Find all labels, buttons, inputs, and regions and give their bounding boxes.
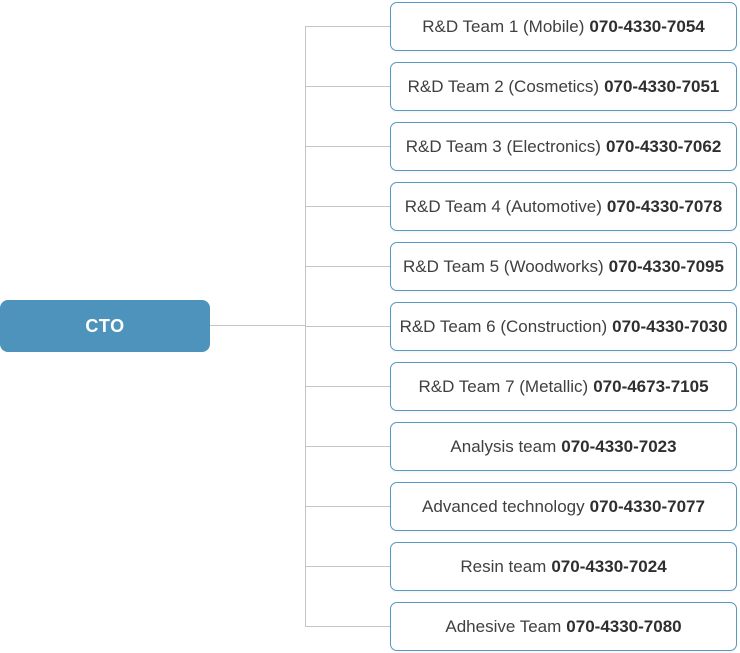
team-row: R&D Team 3 (Electronics) 070-4330-7062 (305, 122, 737, 171)
team-name: Resin team (460, 556, 547, 576)
team-row: R&D Team 6 (Construction) 070-4330-7030 (305, 302, 737, 351)
team-name: R&D Team 2 (Cosmetics) (407, 76, 600, 96)
team-row: R&D Team 1 (Mobile) 070-4330-7054 (305, 2, 737, 51)
team-node: R&D Team 6 (Construction) 070-4330-7030 (390, 302, 737, 351)
team-row: R&D Team 2 (Cosmetics) 070-4330-7051 (305, 62, 737, 111)
cto-label: CTO (85, 315, 125, 336)
connector-branch (305, 206, 390, 207)
team-name: R&D Team 4 (Automotive) (404, 196, 602, 216)
team-phone: 070-4330-7023 (561, 436, 677, 456)
cto-node: CTO (0, 300, 210, 352)
connector-branch (305, 566, 390, 567)
connector-branch (305, 86, 390, 87)
team-row: Adhesive Team 070-4330-7080 (305, 602, 737, 651)
team-phone: 070-4330-7024 (551, 556, 667, 576)
connector-branch (305, 26, 390, 27)
team-node: Adhesive Team 070-4330-7080 (390, 602, 737, 651)
team-node: Advanced technology 070-4330-7077 (390, 482, 737, 531)
team-phone: 070-4330-7077 (589, 496, 705, 516)
team-row: R&D Team 5 (Woodworks) 070-4330-7095 (305, 242, 737, 291)
team-row: Resin team 070-4330-7024 (305, 542, 737, 591)
team-name: R&D Team 6 (Construction) (399, 316, 608, 336)
team-phone: 070-4330-7095 (608, 256, 724, 276)
team-phone: 070-4330-7030 (612, 316, 728, 336)
team-name: Analysis team (450, 436, 557, 456)
team-name: Adhesive Team (445, 616, 562, 636)
team-node: R&D Team 1 (Mobile) 070-4330-7054 (390, 2, 737, 51)
team-name: R&D Team 1 (Mobile) (422, 16, 585, 36)
team-phone: 070-4330-7078 (606, 196, 723, 216)
team-phone: 070-4330-7054 (589, 16, 705, 36)
connector-branch (305, 446, 390, 447)
connector-cto-branch (210, 325, 305, 326)
team-phone: 070-4330-7080 (566, 616, 682, 636)
team-row: Advanced technology 070-4330-7077 (305, 482, 737, 531)
team-node: R&D Team 3 (Electronics) 070-4330-7062 (390, 122, 737, 171)
team-node: Resin team 070-4330-7024 (390, 542, 737, 591)
team-name: Advanced technology (422, 496, 585, 516)
team-row: R&D Team 4 (Automotive) 070-4330-7078 (305, 182, 737, 231)
connector-branch (305, 626, 390, 627)
team-phone: 070-4330-7062 (605, 136, 722, 156)
team-node: R&D Team 4 (Automotive) 070-4330-7078 (390, 182, 737, 231)
team-row: R&D Team 7 (Metallic) 070-4673-7105 (305, 362, 737, 411)
connector-branch (305, 146, 390, 147)
team-node: R&D Team 5 (Woodworks) 070-4330-7095 (390, 242, 737, 291)
team-node: R&D Team 2 (Cosmetics) 070-4330-7051 (390, 62, 737, 111)
connector-branch (305, 266, 390, 267)
team-name: R&D Team 3 (Electronics) (405, 136, 601, 156)
team-node: Analysis team 070-4330-7023 (390, 422, 737, 471)
team-phone: 070-4330-7051 (604, 76, 720, 96)
team-phone: 070-4673-7105 (593, 376, 709, 396)
team-row: Analysis team 070-4330-7023 (305, 422, 737, 471)
team-name: R&D Team 7 (Metallic) (418, 376, 589, 396)
connector-branch (305, 386, 390, 387)
connector-branch (305, 506, 390, 507)
connector-branch (305, 326, 390, 327)
team-name: R&D Team 5 (Woodworks) (403, 256, 604, 276)
team-node: R&D Team 7 (Metallic) 070-4673-7105 (390, 362, 737, 411)
